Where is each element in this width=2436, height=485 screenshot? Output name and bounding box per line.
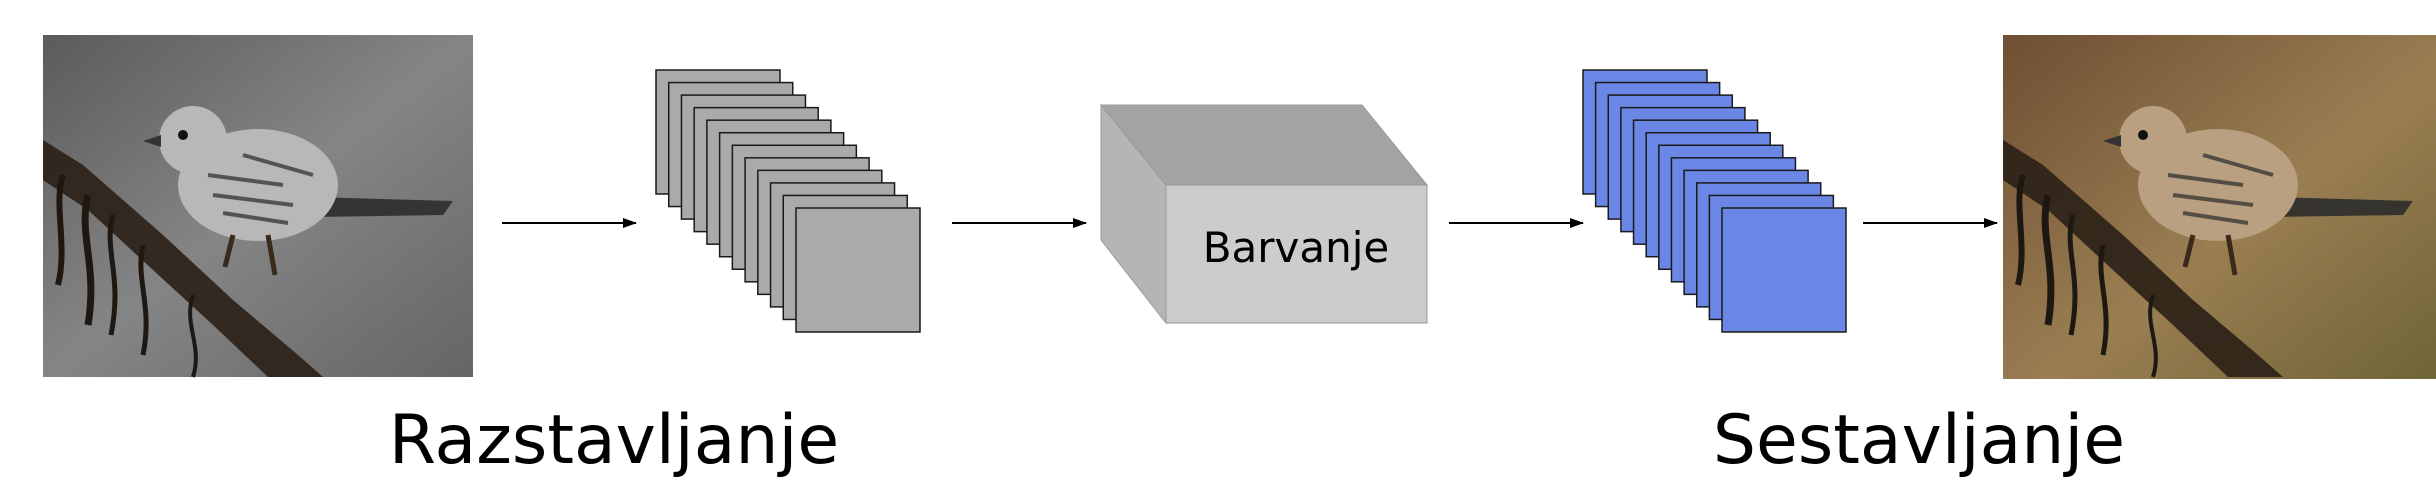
compose-label: Sestavljanje (1713, 401, 2125, 480)
colorized-bird-photo (2003, 35, 2436, 379)
blue-layer-stack (1582, 69, 1847, 333)
box-front-face (1165, 184, 1428, 324)
grayscale-bird-photo (43, 35, 473, 377)
blue-layer-12 (1721, 207, 1847, 333)
gray-layer-stack (655, 69, 921, 333)
colorize-label: Barvanje (1203, 223, 1390, 272)
decompose-label: Razstavljanje (389, 401, 839, 480)
colorization-box: Barvanje (1099, 103, 1429, 325)
gray-layer-12 (795, 207, 921, 333)
